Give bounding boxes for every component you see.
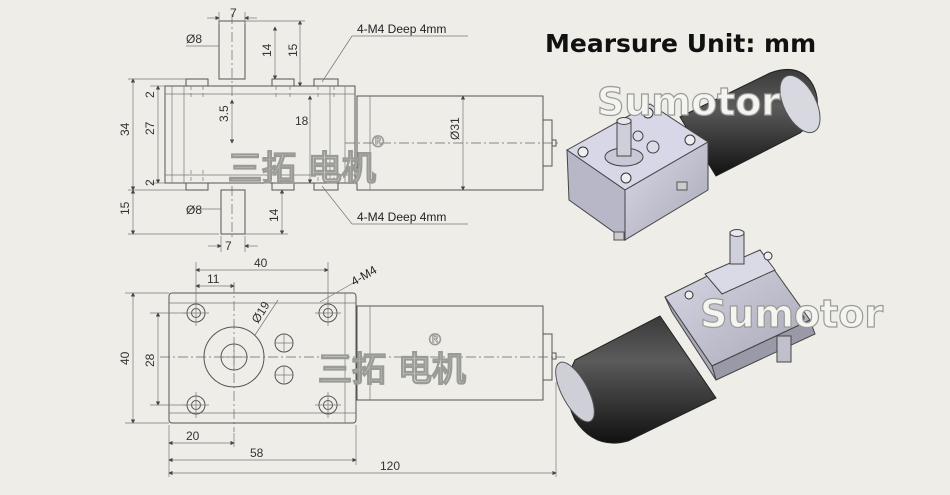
dim-shaft-dia-top: Ø8 <box>186 32 202 46</box>
dim-120: 120 <box>380 459 400 473</box>
dim-58: 58 <box>250 446 264 460</box>
watermark-cn-top: 三拓 电机 <box>228 149 376 189</box>
watermark-reg-top: ® <box>370 132 386 151</box>
dim-20: 20 <box>186 429 200 443</box>
dim-shaft-width-bottom: 7 <box>225 239 232 253</box>
watermark-reg-bottom: ® <box>427 330 443 349</box>
dim-18: 18 <box>295 114 309 128</box>
dim-2-bottom: 2 <box>143 179 157 186</box>
dim-15-top: 15 <box>286 43 300 57</box>
dim-3-5: 3.5 <box>217 105 231 122</box>
dim-14-bottom: 14 <box>267 208 281 222</box>
note-hole-bottom: 4-M4 Deep 4mm <box>357 210 446 224</box>
note-hole-front: 4-M4 <box>349 263 380 289</box>
dim-28: 28 <box>143 353 157 367</box>
dim-motor-dia: Ø31 <box>448 117 462 140</box>
dim-2-top: 2 <box>143 91 157 98</box>
watermark-cn-bottom: 三拓 电机 <box>318 350 466 390</box>
dim-34: 34 <box>118 122 132 136</box>
dim-15-bottom: 15 <box>118 201 132 215</box>
dim-40-side: 40 <box>118 351 132 365</box>
dim-11: 11 <box>207 272 220 286</box>
side-view: 7 Ø8 14 15 34 27 2 2 3.5 18 Ø31 15 Ø8 14 <box>118 6 560 253</box>
dim-shaft-width: 7 <box>230 6 237 20</box>
watermark-sumotor-top: Sumotor <box>597 80 780 124</box>
front-view: 40 11 Ø19 4-M4 40 28 20 58 120 <box>118 256 565 477</box>
motor-render-top <box>566 69 821 241</box>
dim-40-top: 40 <box>254 256 268 270</box>
dim-27: 27 <box>143 121 157 135</box>
watermark-sumotor-bottom: Sumotor <box>700 292 883 336</box>
page-title: Mearsure Unit: mm <box>545 29 816 58</box>
note-hole-top: 4-M4 Deep 4mm <box>357 22 446 36</box>
dim-14-top: 14 <box>260 43 274 57</box>
dim-shaft-dia-bottom: Ø8 <box>186 203 202 217</box>
motor-render-bottom <box>555 229 816 444</box>
